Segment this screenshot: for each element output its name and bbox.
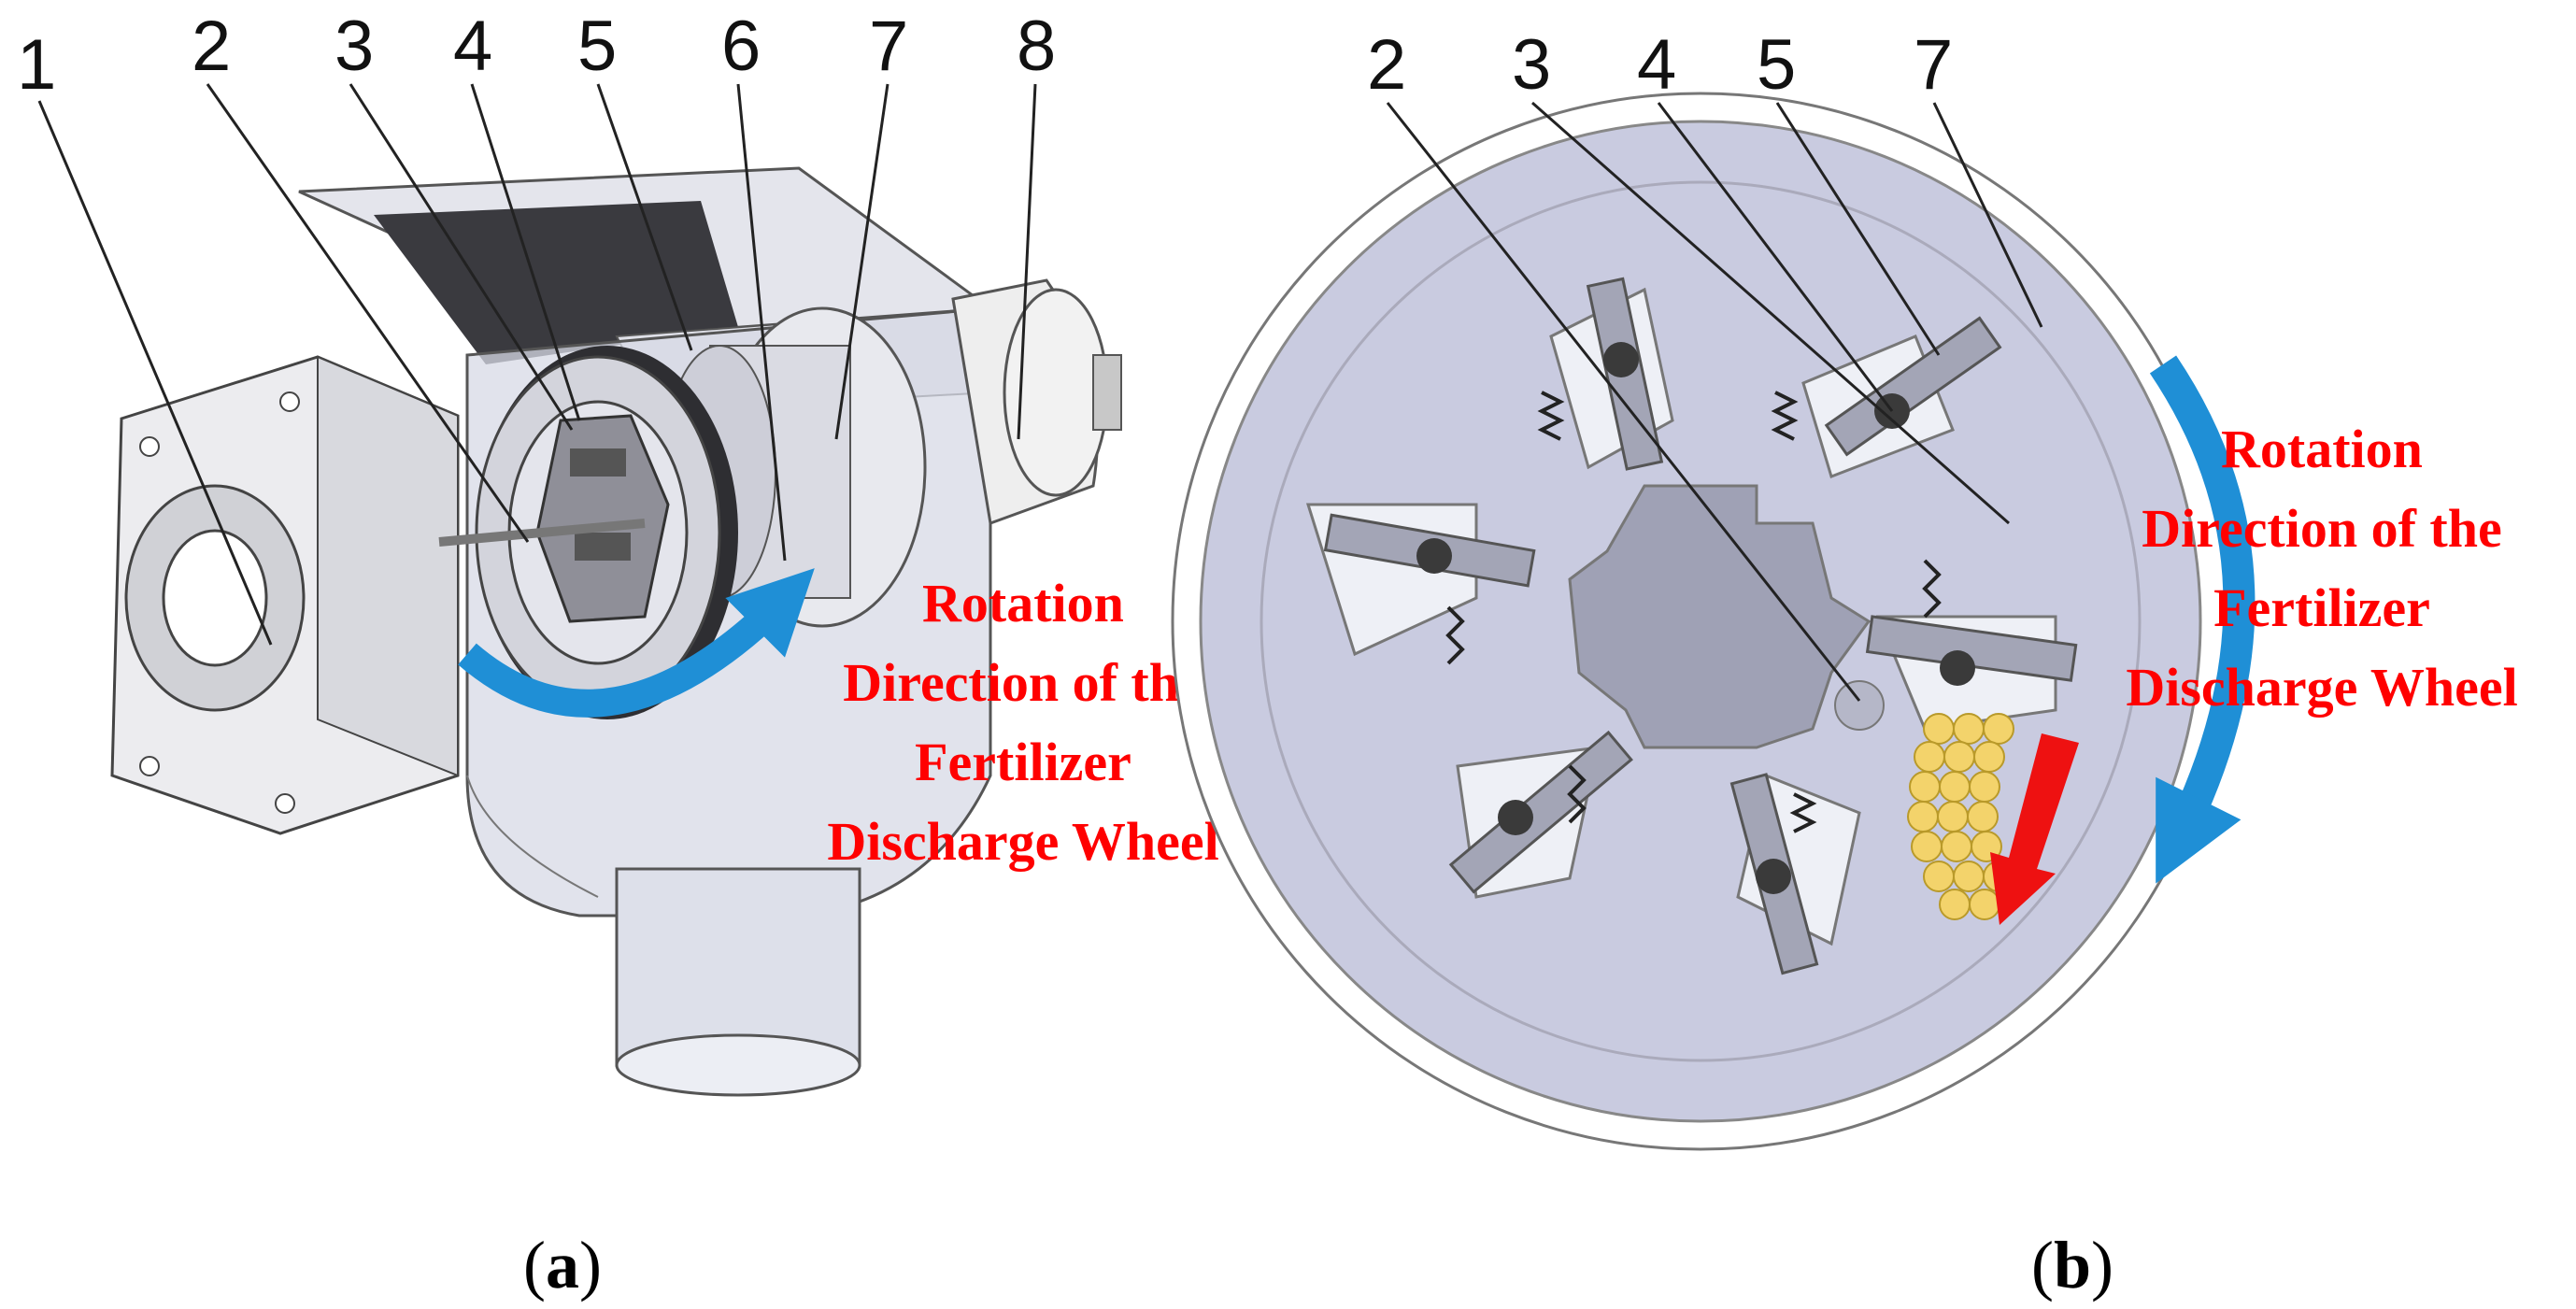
callout-1: 1: [17, 25, 56, 105]
note-b-line-3: Fertilizer: [2213, 577, 2430, 638]
end-disc: [475, 346, 738, 719]
panel-b-callouts: 2 3 4 5 7: [1367, 25, 1953, 105]
note-a-line-2: Direction of the: [843, 652, 1203, 713]
caption-a: (a): [523, 1228, 602, 1302]
end-cap: [951, 278, 1122, 526]
outlet-pipe: [615, 867, 861, 1097]
callout-b-2: 2: [1367, 25, 1406, 105]
wheel-hub: [1568, 484, 1872, 749]
callout-4: 4: [453, 7, 492, 86]
callout-3: 3: [334, 7, 374, 86]
discharge-flap-1: [1549, 277, 1674, 471]
rotation-arrow-icon-b: [2149, 355, 2256, 884]
callout-8: 8: [1017, 7, 1056, 86]
note-a-line-1: Rotation: [922, 573, 1124, 633]
note-a-line-4: Discharge Wheel: [827, 811, 1218, 872]
callout-b-7: 7: [1914, 25, 1953, 105]
panel-a-leader-lines: [37, 83, 1037, 646]
note-b-line-1: Rotation: [2221, 419, 2423, 479]
caption-b: (b): [2031, 1228, 2113, 1302]
panel-a-callouts: 1 2 3 4 5 6 7 8: [17, 7, 1056, 105]
rotation-arrow-icon: [458, 568, 815, 718]
callout-b-5: 5: [1757, 25, 1796, 105]
callout-b-3: 3: [1512, 25, 1551, 105]
discharge-flap-6: [1729, 773, 1861, 975]
discharge-flap-3: [1305, 503, 1536, 657]
panel-b-leader-lines: [1386, 101, 2043, 702]
drive-shaft: [438, 519, 646, 547]
callout-b-4: 4: [1637, 25, 1676, 105]
callout-5: 5: [577, 7, 617, 86]
callout-2: 2: [192, 7, 231, 86]
discharge-flap-4: [1865, 615, 2078, 731]
spring-icons: [1445, 391, 1942, 833]
note-a-line-3: Fertilizer: [915, 732, 1131, 792]
callout-6: 6: [721, 7, 761, 86]
fertilizer-granules: [1907, 713, 2014, 920]
panel-a-rotation-note: Rotation Direction of the Fertilizer Dis…: [827, 573, 1218, 872]
note-b-line-4: Discharge Wheel: [2126, 657, 2517, 718]
panel-b-rotation-note: Rotation Direction of the Fertilizer Dis…: [2126, 419, 2517, 718]
callout-7: 7: [869, 7, 908, 86]
motor-flange-plate: [110, 355, 460, 835]
note-b-line-2: Direction of the: [2142, 498, 2502, 559]
fertilizer-flow-arrow-icon: [1990, 733, 2079, 925]
panel-a-illustration: [110, 166, 1122, 1097]
discharge-flap-5: [1448, 730, 1633, 899]
panel-b-illustration: [1171, 92, 2256, 1151]
